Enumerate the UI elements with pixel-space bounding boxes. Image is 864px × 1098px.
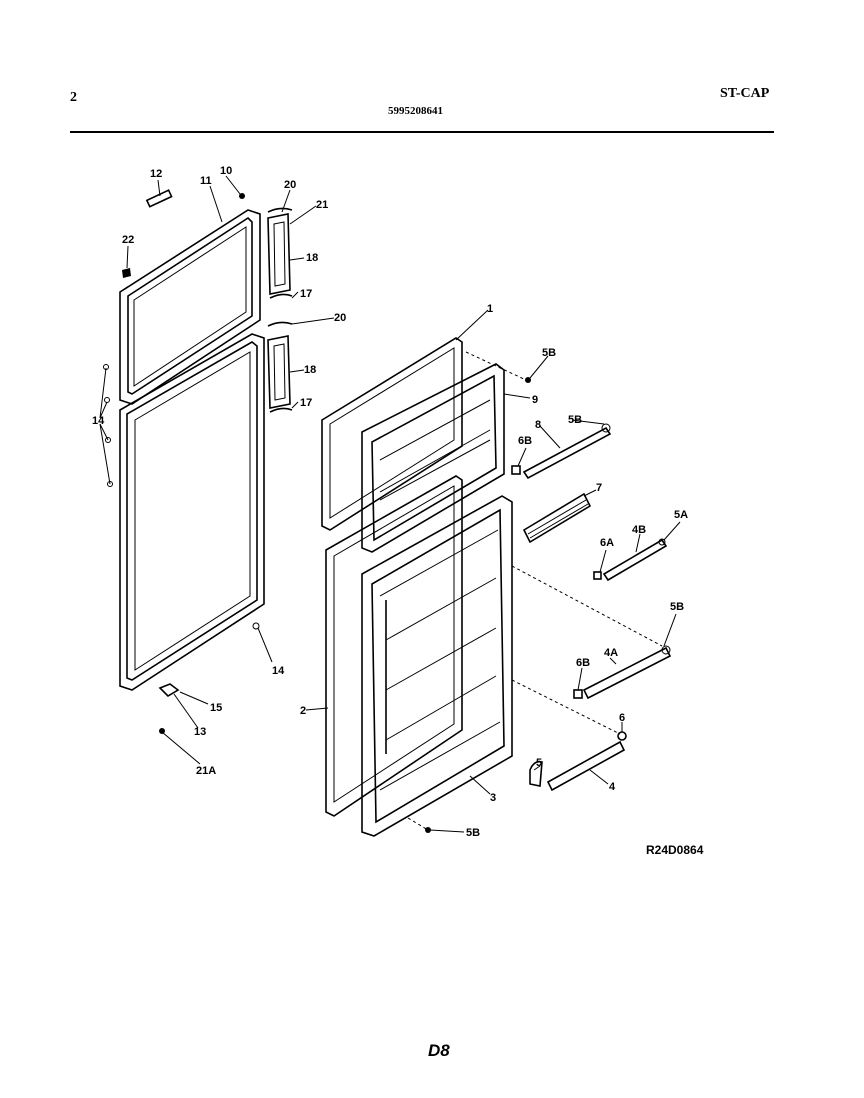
callout-18-mid: 18	[304, 364, 316, 376]
callout-5: 5	[536, 757, 542, 769]
callout-3: 3	[490, 792, 496, 804]
footer-code: D8	[428, 1041, 450, 1060]
freezer-door-gasket	[119, 209, 261, 405]
callout-4a: 4A	[604, 647, 618, 659]
callout-22: 22	[122, 234, 134, 246]
callout-12: 12	[150, 168, 162, 180]
callout-labels: 12 11 10 20 21 22 18 17 20 18 17 14 1 5B…	[92, 165, 688, 839]
callout-4b: 4B	[632, 524, 646, 536]
fresh-food-inner-liner	[361, 495, 513, 837]
callout-13: 13	[194, 726, 206, 738]
door-handle-trims	[267, 207, 293, 413]
callout-1: 1	[487, 303, 493, 315]
fresh-food-outer-door	[325, 475, 463, 817]
callout-11: 11	[200, 175, 212, 187]
header-rule	[70, 131, 774, 133]
callout-21a: 21A	[196, 765, 216, 777]
fresh-food-door-gasket	[119, 333, 265, 691]
door-shelves	[425, 377, 672, 833]
page-number: 2	[70, 90, 77, 105]
leader-lines	[99, 175, 681, 833]
callout-17-mid: 17	[300, 397, 312, 409]
callout-21: 21	[316, 199, 328, 211]
callout-20-mid: 20	[334, 312, 346, 324]
callout-10: 10	[220, 165, 232, 177]
reference-code: R24D0864	[646, 843, 704, 857]
callout-6: 6	[619, 712, 625, 724]
callout-8: 8	[535, 419, 541, 431]
callout-5a: 5A	[674, 509, 688, 521]
callout-5b-shelf: 5B	[568, 414, 582, 426]
freezer-inner-liner	[361, 363, 505, 553]
callout-5b-top: 5B	[542, 347, 556, 359]
callout-6b-lower: 6B	[576, 657, 590, 669]
callout-2: 2	[300, 705, 306, 717]
callout-14-right: 14	[272, 665, 285, 677]
callout-7: 7	[596, 482, 602, 494]
callout-5b-bottom: 5B	[466, 827, 480, 839]
callout-18-top: 18	[306, 252, 318, 264]
callout-15: 15	[210, 702, 222, 714]
callout-5b-lower: 5B	[670, 601, 684, 613]
callout-6a: 6A	[600, 537, 614, 549]
assembly-lines	[407, 351, 663, 831]
callout-4: 4	[609, 781, 616, 793]
document-code: ST-CAP	[720, 86, 770, 101]
callout-17-top: 17	[300, 288, 312, 300]
callout-6b-top: 6B	[518, 435, 532, 447]
callout-9: 9	[532, 394, 538, 406]
part-number: 5995208641	[388, 105, 443, 117]
callout-14-left: 14	[92, 415, 105, 427]
callout-20-top: 20	[284, 179, 296, 191]
